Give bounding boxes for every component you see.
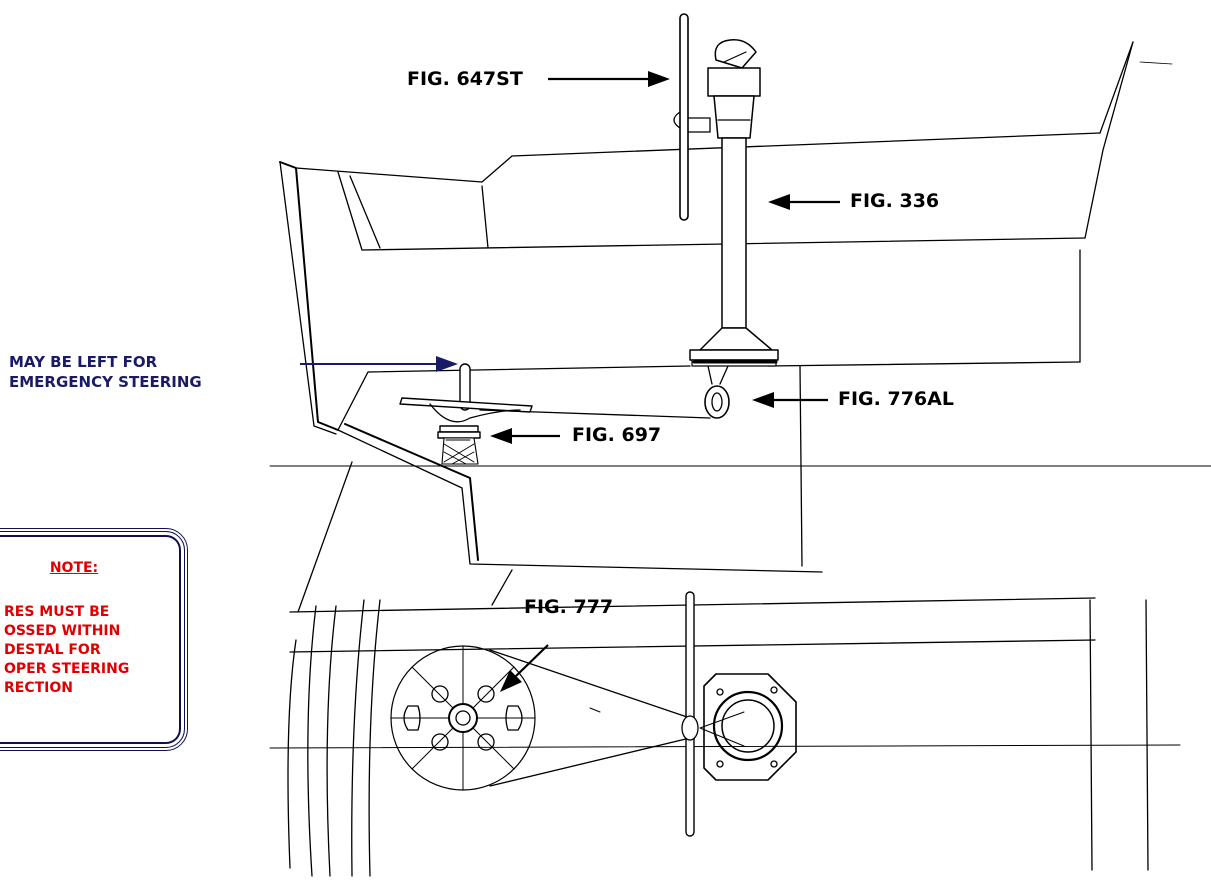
label-fig-697: FIG. 697 — [572, 424, 662, 446]
label-emergency-line1: MAY BE LEFT FOR — [9, 353, 158, 371]
label-fig-336: FIG. 336 — [850, 190, 940, 212]
arrow-336 — [768, 194, 840, 210]
arrow-776al — [752, 392, 828, 408]
note-text: RES MUST BE OSSED WITHIN DESTAL FOR OPER… — [4, 604, 130, 696]
arrow-647st — [548, 71, 670, 87]
label-emergency-steering: MAY BE LEFT FOR EMERGENCY STEERING — [9, 352, 202, 392]
idler-776al — [704, 365, 730, 419]
label-emergency-line2: EMERGENCY STEERING — [9, 373, 202, 391]
hull-side-view — [269, 41, 1211, 613]
arrow-697 — [490, 428, 560, 444]
quadrant-697 — [399, 363, 533, 465]
note-title: NOTE: — [49, 560, 99, 576]
label-fig-776al: FIG. 776AL — [838, 388, 954, 410]
arrow-777 — [500, 644, 549, 692]
label-fig-647st: FIG. 647ST — [407, 68, 523, 90]
callout-arrows — [300, 71, 840, 692]
wheel-647st — [673, 13, 711, 221]
pedestal-336 — [689, 39, 779, 367]
arrow-emergency — [300, 356, 458, 372]
label-fig-777: FIG. 777 — [524, 596, 614, 618]
note-box: NOTE: RES MUST BE OSSED WITHIN DESTAL FO… — [0, 528, 188, 751]
plan-view — [269, 591, 1181, 877]
